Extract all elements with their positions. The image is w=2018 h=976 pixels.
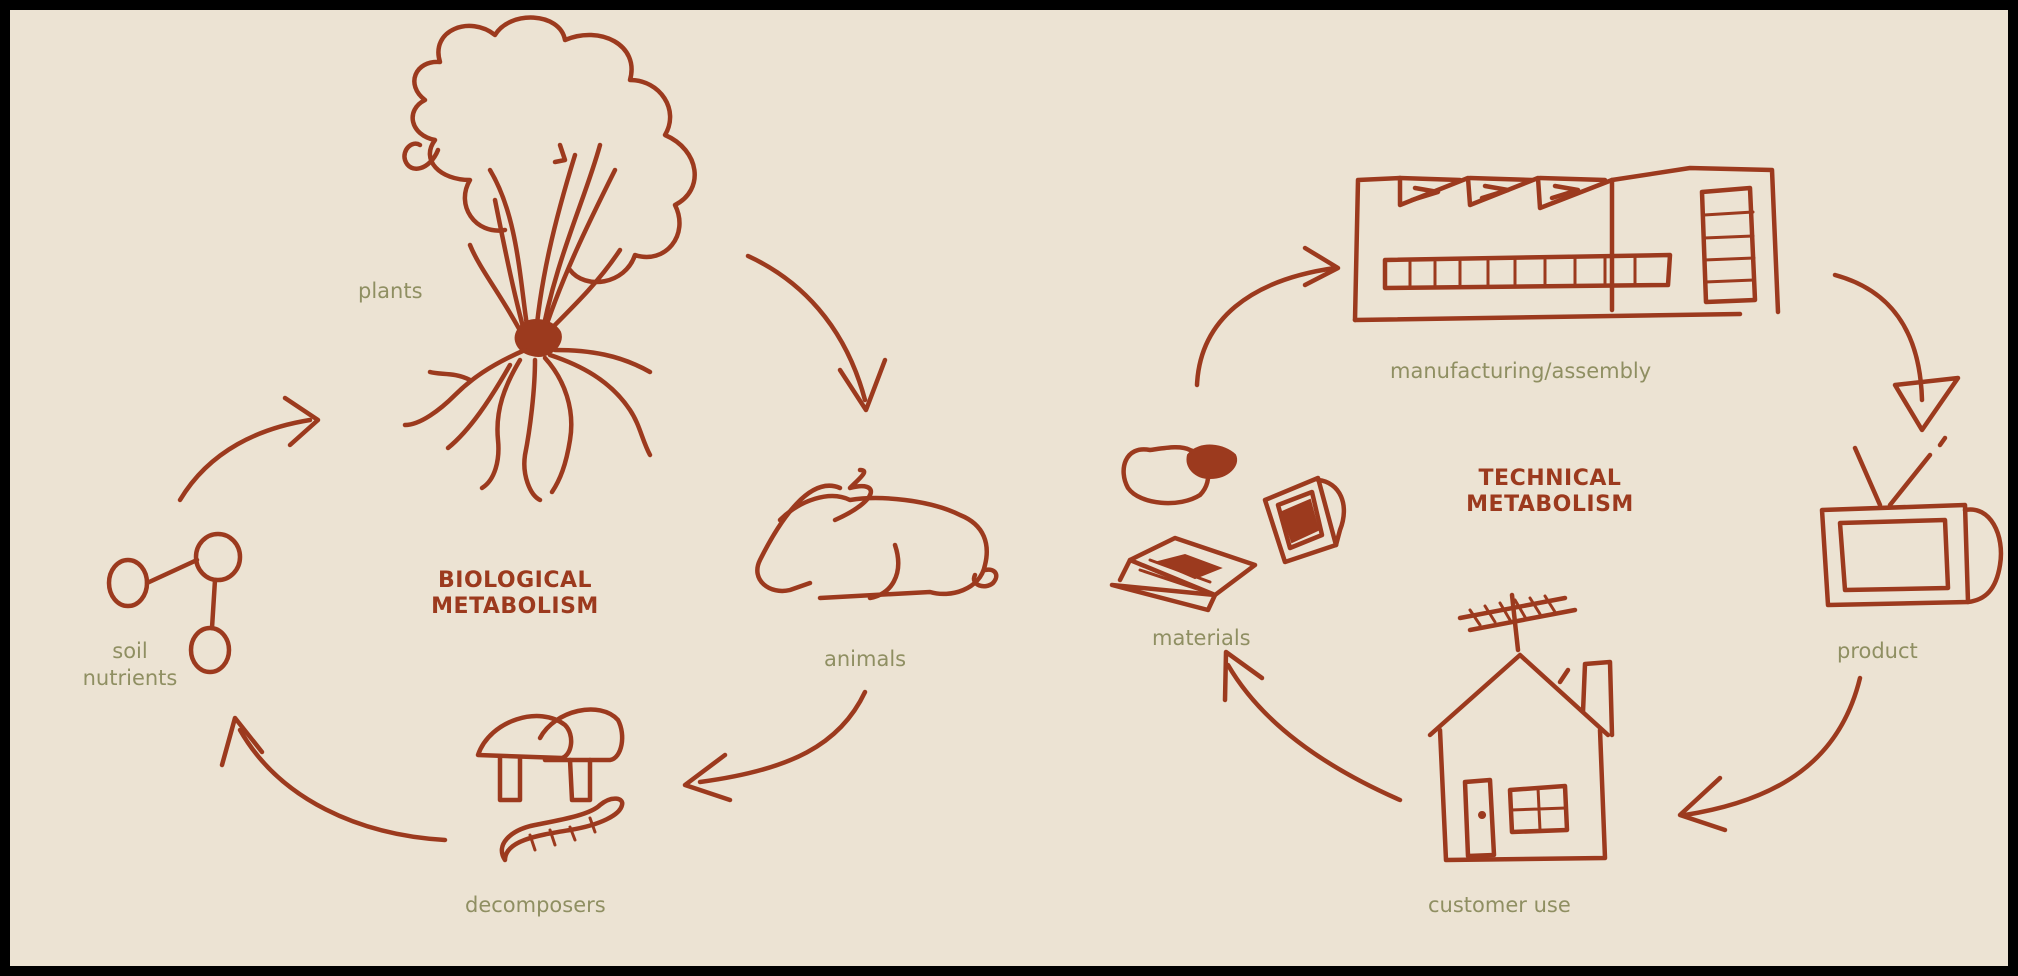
- arrow-soil-to-plants: [177, 395, 321, 503]
- factory-icon: [1352, 165, 1781, 323]
- arrow-materials-to-factory: [1194, 245, 1341, 388]
- decomposers-label: decomposers: [465, 893, 606, 917]
- plants-label: plants: [358, 279, 423, 303]
- technical-metabolism-title: TECHNICAL METABOLISM: [1440, 466, 1660, 518]
- biological-title-line1: BIOLOGICAL: [437, 568, 593, 593]
- arrow-product-to-customer: [1677, 675, 1863, 833]
- customer-use-label: customer use: [1428, 893, 1571, 917]
- arrow-manufacturing-to-product: [1832, 272, 1961, 433]
- arrow-customer-to-materials: [1222, 649, 1403, 803]
- arrow-plants-to-animals: [745, 253, 888, 413]
- biological-metabolism-title: BIOLOGICAL METABOLISM: [395, 568, 635, 620]
- manufacturing-assembly-label: manufacturing/assembly: [1390, 359, 1652, 383]
- mushroom-icon: [475, 707, 625, 803]
- worm-icon: [499, 796, 625, 863]
- tree-icon: [402, 15, 697, 503]
- television-icon: [1819, 435, 2004, 608]
- arrow-animals-to-decomposers: [682, 689, 868, 803]
- arrow-decomposers-to-soil: [219, 715, 448, 843]
- materials-label: materials: [1152, 626, 1251, 650]
- house-icon: [1427, 592, 1615, 863]
- materials-icon: [1109, 444, 1347, 613]
- soil-nutrients-label: soil nutrients: [60, 638, 200, 692]
- soil-label-line2: nutrients: [82, 666, 178, 690]
- soil-label-line1: soil: [112, 639, 148, 663]
- animals-label: animals: [824, 647, 907, 671]
- biological-title-line2: METABOLISM: [431, 594, 599, 619]
- product-label: product: [1837, 639, 1918, 663]
- soil-nutrients-molecule-icon: [106, 531, 243, 675]
- technical-title-line2: METABOLISM: [1466, 492, 1634, 517]
- technical-title-line1: TECHNICAL: [1478, 466, 1622, 491]
- rabbit-icon: [755, 467, 999, 601]
